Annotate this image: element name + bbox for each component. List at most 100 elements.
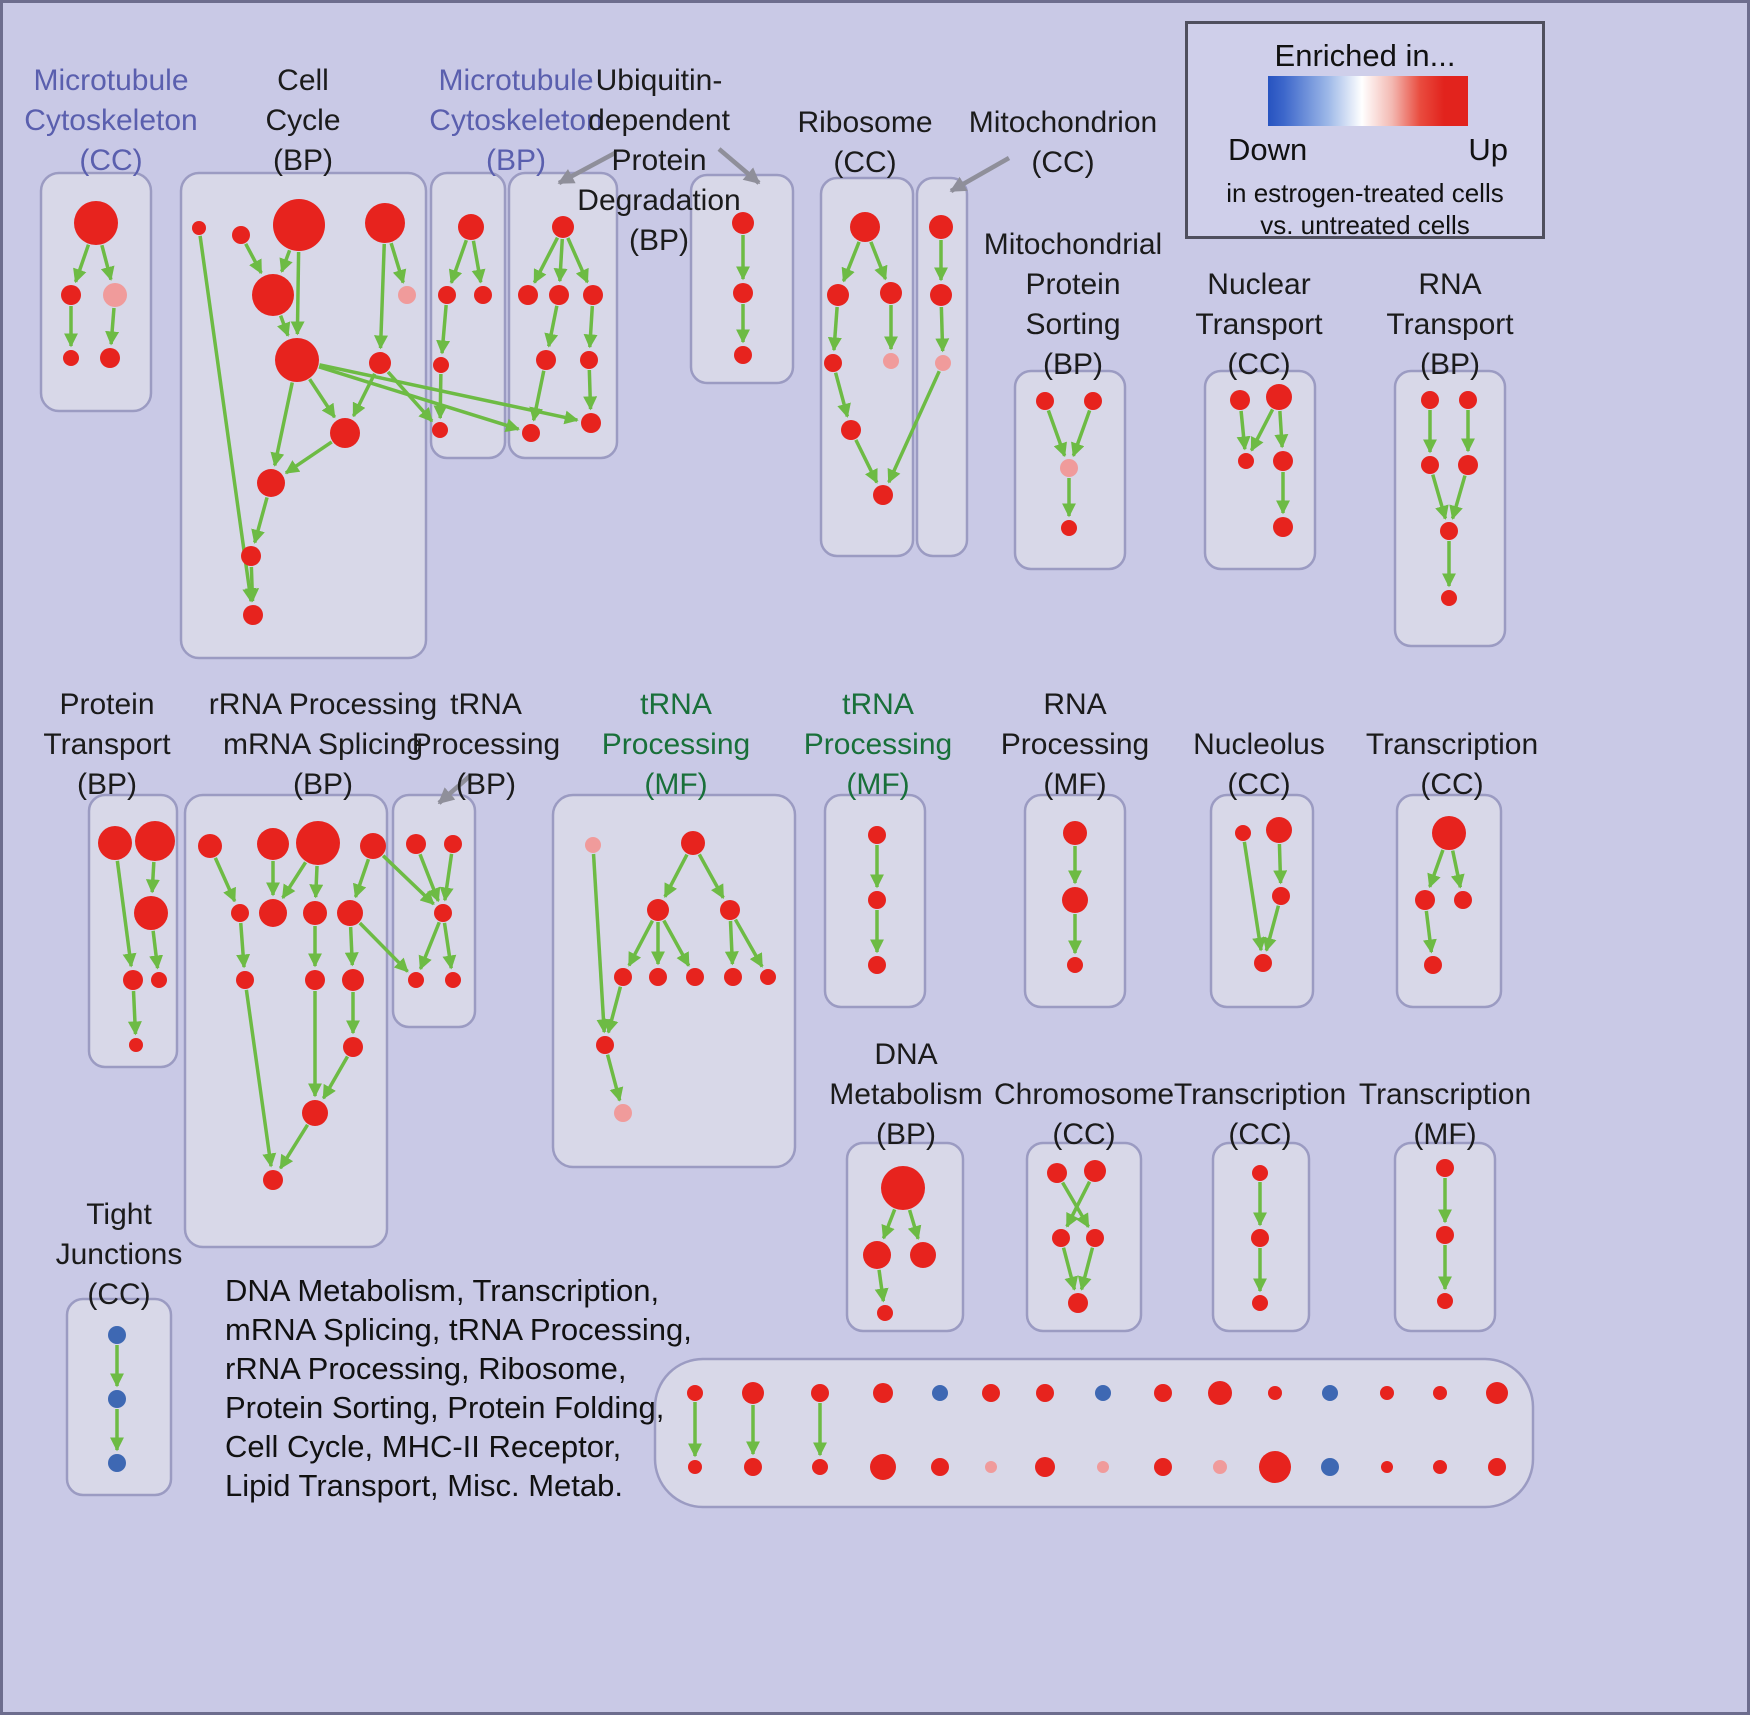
go-term-node xyxy=(1421,391,1439,409)
network-edge xyxy=(149,930,164,970)
go-term-node xyxy=(1238,453,1254,469)
go-term-node xyxy=(732,212,754,234)
go-term-node xyxy=(330,418,360,448)
go-term-node xyxy=(1035,1457,1055,1477)
cluster-box-rrna-mrna-bp xyxy=(183,793,389,1249)
network-edge xyxy=(1061,1247,1079,1291)
go-term-node xyxy=(1454,891,1472,909)
network-edge xyxy=(236,922,251,969)
network-edge xyxy=(270,382,294,467)
network-edge xyxy=(284,440,333,475)
network-edge xyxy=(1071,409,1092,458)
go-term-node xyxy=(1252,1295,1268,1311)
go-term-node xyxy=(985,1461,997,1473)
go-term-node xyxy=(687,1385,703,1401)
network-edge xyxy=(318,365,520,433)
legend-box: Enriched in... Down Up in estrogen-treat… xyxy=(1185,21,1545,240)
go-term-node xyxy=(273,199,325,251)
network-edge xyxy=(1242,841,1267,952)
go-term-node xyxy=(1061,520,1077,536)
go-term-node xyxy=(870,1454,896,1480)
go-term-node xyxy=(873,485,893,505)
network-edge xyxy=(827,306,842,352)
go-term-node xyxy=(1063,821,1087,845)
go-term-node xyxy=(1273,451,1293,471)
go-term-node xyxy=(1060,459,1078,477)
network-edge xyxy=(381,854,435,906)
label-pointer-arrow xyxy=(949,156,1011,193)
go-term-node xyxy=(438,286,456,304)
go-term-node xyxy=(1036,1384,1054,1402)
go-term-node xyxy=(108,1326,126,1344)
network-edge xyxy=(583,305,598,349)
go-term-node xyxy=(649,968,667,986)
go-term-node xyxy=(1154,1458,1172,1476)
go-term-node xyxy=(733,283,753,303)
go-term-node xyxy=(724,968,742,986)
go-term-node xyxy=(458,214,484,240)
go-term-node xyxy=(877,1305,893,1321)
network-edge xyxy=(1262,905,1281,952)
go-term-node xyxy=(134,896,168,930)
go-term-node xyxy=(1266,384,1292,410)
go-term-node xyxy=(1052,1229,1070,1247)
go-term-node xyxy=(1154,1384,1172,1402)
network-edge xyxy=(213,857,237,903)
go-term-node xyxy=(1436,1159,1454,1177)
go-term-node xyxy=(881,1166,925,1210)
network-edge xyxy=(532,236,560,284)
go-term-node xyxy=(1068,1293,1088,1313)
network-edge xyxy=(1077,1247,1095,1291)
go-term-node xyxy=(108,1454,126,1472)
go-term-node xyxy=(1213,1460,1227,1474)
go-term-node xyxy=(883,353,899,369)
go-term-node xyxy=(880,282,902,304)
go-term-node xyxy=(1433,1460,1447,1474)
go-term-node xyxy=(1272,887,1290,905)
go-term-node xyxy=(549,285,569,305)
network-edge xyxy=(308,378,337,419)
network-edge xyxy=(358,921,409,973)
network-edge xyxy=(854,439,879,484)
go-term-node xyxy=(259,899,287,927)
go-term-node xyxy=(1252,1165,1268,1181)
network-edge xyxy=(244,243,263,275)
network-edge xyxy=(277,315,291,337)
cluster-box-nucleolus-cc xyxy=(1209,793,1315,1009)
go-term-node xyxy=(129,1038,143,1052)
go-term-node xyxy=(275,338,319,382)
network-edge xyxy=(1450,850,1465,889)
network-edge xyxy=(1422,910,1437,954)
go-term-node xyxy=(1381,1461,1393,1473)
network-edge xyxy=(553,238,568,283)
go-term-node xyxy=(1424,956,1442,974)
go-term-node xyxy=(552,216,574,238)
go-term-node xyxy=(868,891,886,909)
go-term-node xyxy=(518,285,538,305)
go-term-node xyxy=(151,972,167,988)
go-term-node xyxy=(236,971,254,989)
network-edge xyxy=(352,858,371,899)
go-term-node xyxy=(1208,1381,1232,1405)
go-term-node xyxy=(1436,1226,1454,1244)
go-term-node xyxy=(444,835,462,853)
network-edge xyxy=(1046,409,1067,458)
network-edge xyxy=(887,370,941,484)
network-edge xyxy=(663,853,689,898)
go-term-node xyxy=(1095,1385,1111,1401)
go-term-node xyxy=(433,357,449,373)
network-edge xyxy=(724,920,739,966)
network-edge xyxy=(244,989,277,1168)
go-term-node xyxy=(1084,1160,1106,1182)
go-term-node xyxy=(1273,517,1293,537)
go-term-node xyxy=(98,826,132,860)
go-term-node xyxy=(930,284,952,306)
go-term-node xyxy=(257,469,285,497)
network-edge xyxy=(733,918,764,968)
go-term-node xyxy=(929,215,953,239)
go-term-node xyxy=(1251,1229,1269,1247)
network-edge xyxy=(279,249,293,273)
network-edge xyxy=(881,1208,897,1240)
network-edge xyxy=(1065,1180,1092,1228)
network-edge xyxy=(869,241,888,281)
